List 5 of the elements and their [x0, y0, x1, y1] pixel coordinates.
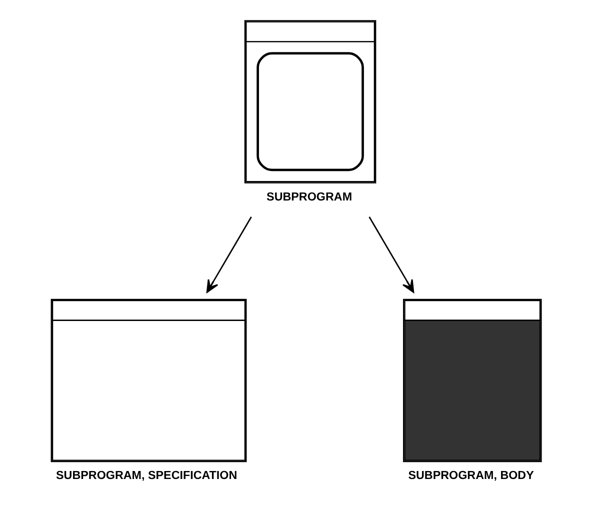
- arrow: [368, 216, 414, 292]
- node-label: SUBPROGRAM: [266, 190, 352, 203]
- node-label: SUBPROGRAM, BODY: [408, 468, 534, 482]
- node-label: SUBPROGRAM, SPECIFICATION: [56, 468, 237, 482]
- arrow: [206, 216, 252, 292]
